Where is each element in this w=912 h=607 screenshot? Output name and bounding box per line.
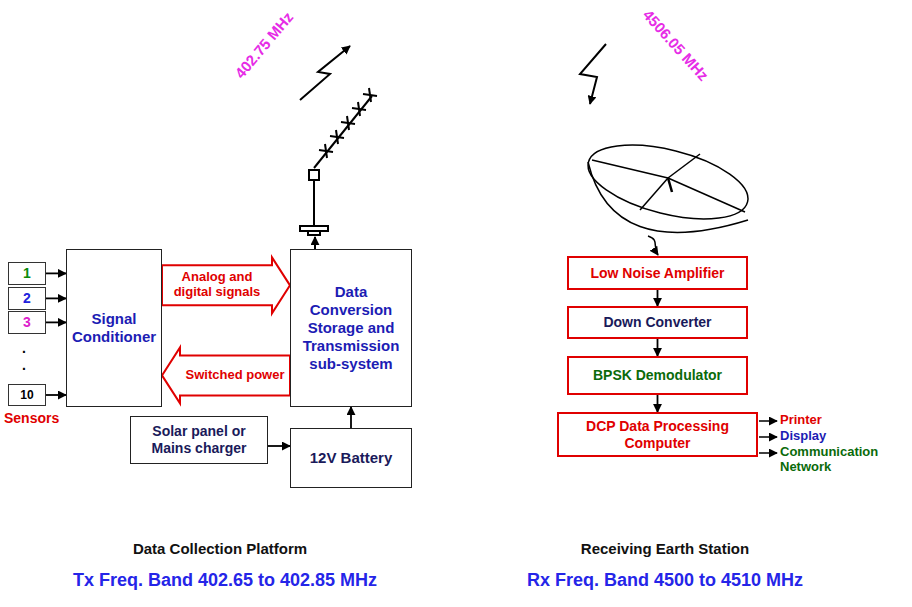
box-text: 2 [23,290,31,307]
signal-arrow [268,445,290,447]
signal-arrow [657,290,659,306]
signal-arrow [46,297,66,299]
battery-box: 12V Battery [290,428,412,488]
process-box: Down Converter [567,306,748,339]
sensor-box: 1 [8,262,46,285]
caption: Tx Freq. Band 402.65 to 402.85 MHz [20,570,430,591]
block-arrow [162,257,290,313]
radio-link-symbol [580,44,606,104]
frequency-label: 4506.05 MHz [640,6,713,84]
box-text: Low Noise Amplifier [590,265,724,282]
caption: Data Collection Platform [60,540,380,557]
caption: Receiving Earth Station [505,540,825,557]
output-label: Printer [780,413,822,428]
output-arrow [759,436,777,438]
box-text: BPSK Demodulator [593,367,722,384]
box-text: Signal Conditioner [71,310,157,346]
box-text: 10 [20,388,33,402]
radio-link-symbol [300,46,350,100]
sensor-box: 10 [8,384,46,406]
box-text: Solar panel or Mains charger [135,423,263,457]
sensor-box: 2 [8,287,46,310]
process-box: DCP Data Processing Computer [557,412,758,457]
signal-arrow [46,321,66,323]
signal-arrow [46,272,66,274]
signal-arrow [657,339,659,356]
box-text: DCP Data Processing Computer [563,418,752,452]
block-arrow [162,347,290,403]
box-text: 12V Battery [310,449,393,467]
feed-arrow [314,237,316,249]
output-arrow [759,452,777,454]
process-box: Signal Conditioner [66,249,162,407]
process-box: BPSK Demodulator [567,356,748,395]
box-text: 3 [23,314,31,331]
output-label: Communication Network [780,445,900,475]
box-text: Data Conversion Storage and Transmission… [295,283,407,373]
edge-label: Switched power [182,368,288,383]
group-label: Sensors [4,410,59,426]
caption: Rx Freq. Band 4500 to 4510 MHz [480,570,850,591]
box-text: 1 [23,265,31,282]
power-box: Solar panel or Mains charger [130,416,268,464]
signal-arrow [657,395,659,412]
box-text: Down Converter [603,314,711,331]
process-box: Data Conversion Storage and Transmission… [290,249,412,407]
feed-arrow [648,236,658,255]
signal-arrow [350,407,352,428]
output-arrow [759,420,777,422]
signal-arrow [46,394,66,396]
process-box: Low Noise Amplifier [567,256,748,290]
sensor-box: 3 [8,311,46,334]
ellipsis-dot: . [22,340,26,356]
ellipsis-dot: . [22,357,26,373]
yagi-antenna [300,88,377,235]
edge-label: Analog and digital signals [164,270,270,300]
output-label: Display [780,429,826,444]
frequency-label: 402.75 MHz [231,9,296,82]
dish-antenna [581,131,756,233]
